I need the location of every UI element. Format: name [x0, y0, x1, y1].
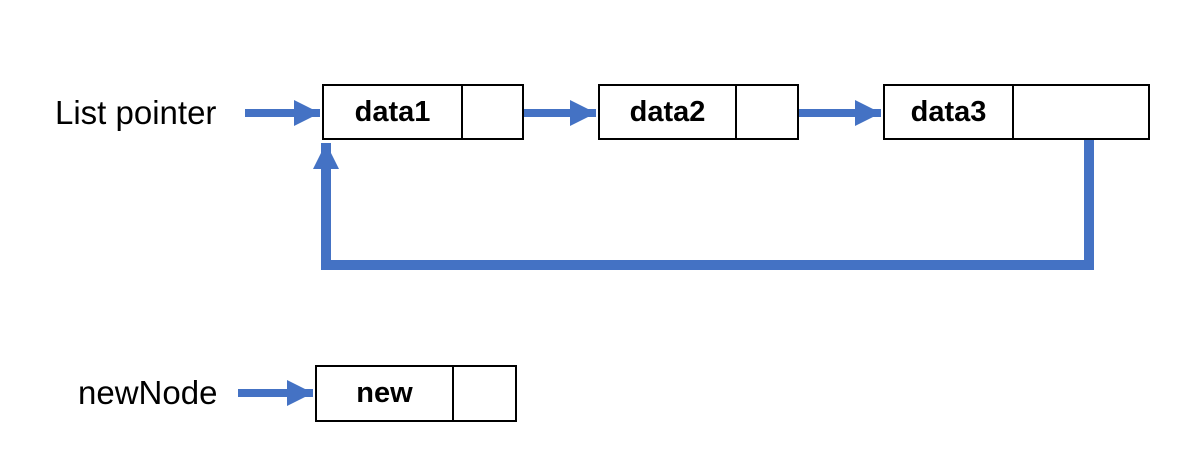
linked-list-node-2: data2 [598, 84, 799, 140]
loop-back-arrow-node3-node1 [313, 112, 1094, 270]
newnode-label-text: new [356, 377, 413, 409]
newnode-pointer-cell [452, 367, 515, 420]
newnode-label: newNode [78, 374, 218, 411]
linked-list-node-1: data1 [322, 84, 524, 140]
node3-data-cell: data3 [885, 86, 1012, 138]
node1-label: data1 [354, 95, 431, 128]
node2-label: data2 [629, 95, 706, 128]
node2-data-cell: data2 [600, 86, 735, 138]
new-node: new [315, 365, 517, 422]
node3-label: data3 [910, 95, 987, 128]
list-pointer-label: List pointer [55, 94, 217, 131]
node3-pointer-cell [1012, 86, 1148, 138]
node2-pointer-cell [735, 86, 797, 138]
node1-data-cell: data1 [324, 86, 461, 138]
linked-list-node-3: data3 [883, 84, 1150, 140]
node1-pointer-cell [461, 86, 522, 138]
newnode-data-cell: new [317, 367, 452, 420]
